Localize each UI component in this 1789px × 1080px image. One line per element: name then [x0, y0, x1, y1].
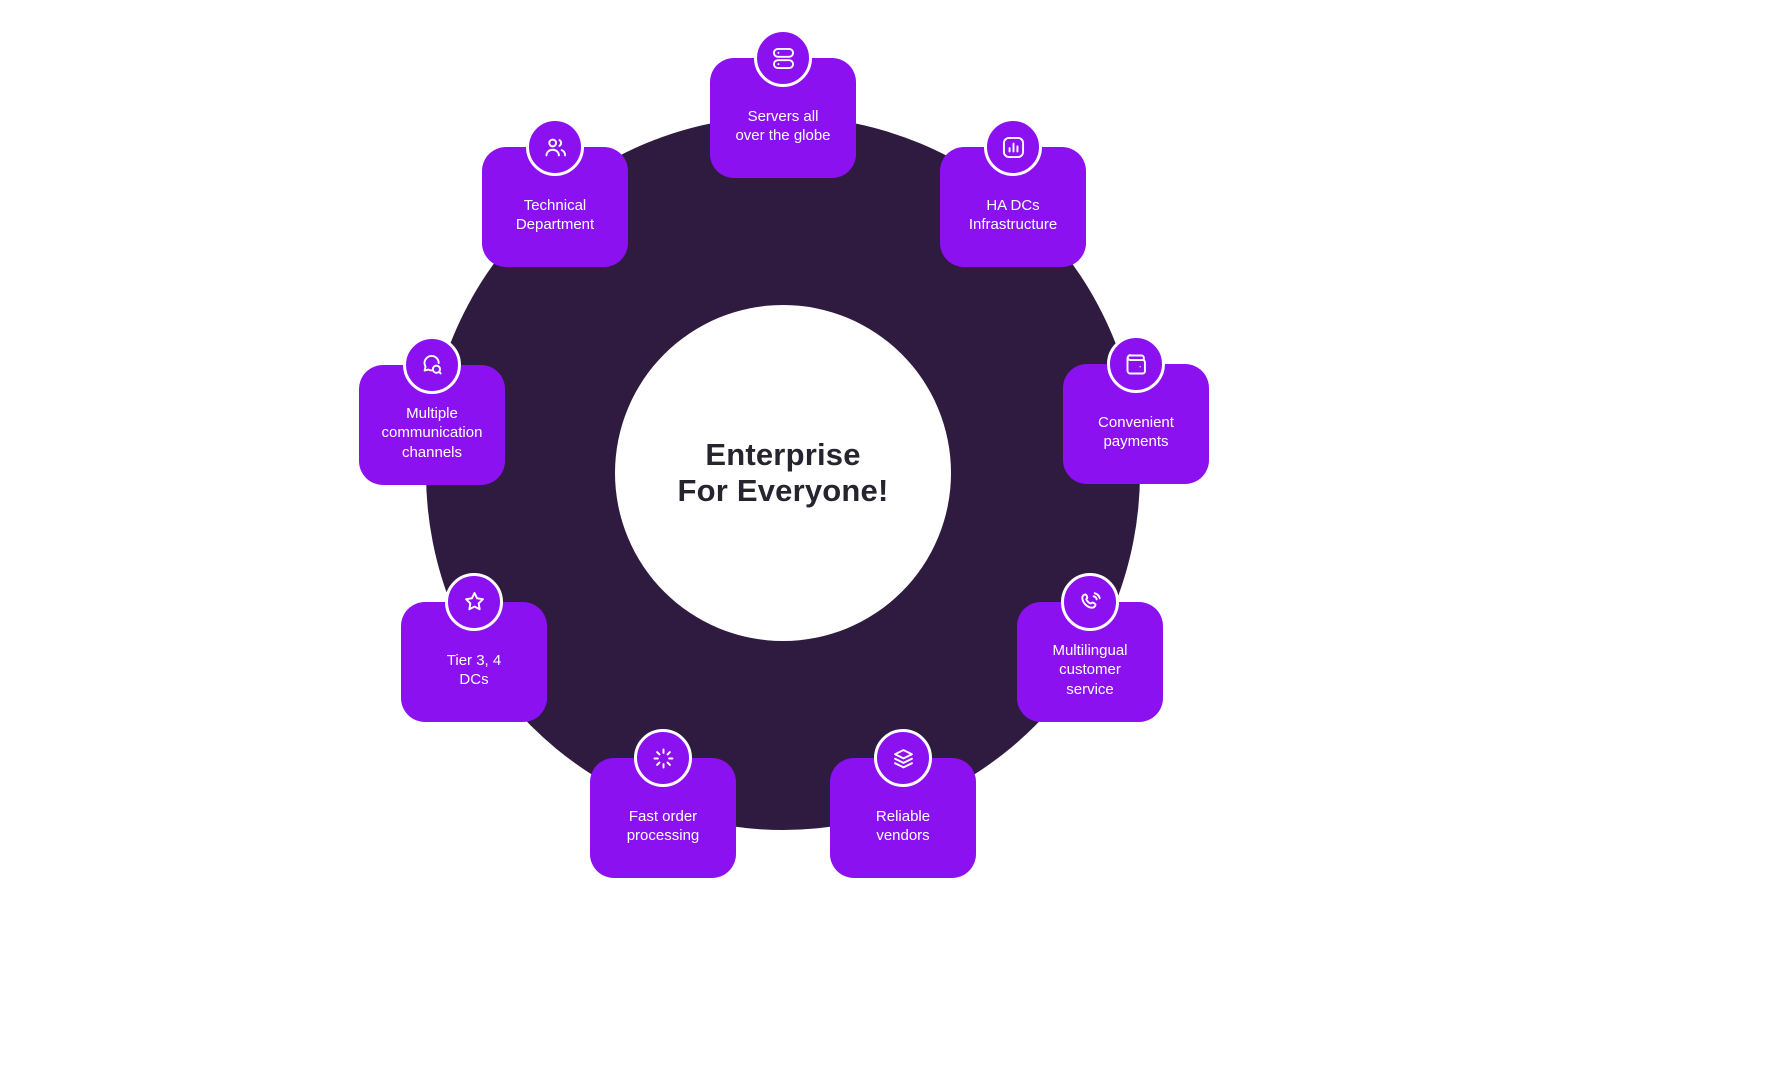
- feature-card-payments: Convenient payments: [1063, 335, 1209, 484]
- feature-card-customer-service: Multilingual customer service: [1017, 573, 1163, 722]
- feature-card-ha-dcs: HA DCs Infrastructure: [940, 118, 1086, 267]
- center-circle: Enterprise For Everyone!: [615, 305, 951, 641]
- feature-card-fast-order: Fast order processing: [590, 729, 736, 878]
- servers-icon: [754, 29, 812, 87]
- center-title-line2: For Everyone!: [677, 473, 889, 508]
- feature-card-label: HA DCs Infrastructure: [968, 196, 1058, 234]
- feature-card-servers: Servers all over the globe: [710, 29, 856, 178]
- wallet-icon: [1107, 335, 1165, 393]
- layers-icon: [874, 729, 932, 787]
- feature-card-communication: Multiple communication channels: [359, 336, 505, 485]
- feature-card-label: Convenient payments: [1098, 413, 1174, 451]
- feature-card-label: Technical Department: [515, 196, 595, 234]
- center-title-line1: Enterprise: [705, 437, 861, 473]
- feature-card-label: Tier 3, 4 DCs: [446, 651, 502, 689]
- feature-card-label: Reliable vendors: [875, 807, 931, 845]
- feature-card-label: Fast order processing: [626, 807, 700, 845]
- spinner-icon: [634, 729, 692, 787]
- star-icon: [445, 573, 503, 631]
- feature-card-technical-department: Technical Department: [482, 118, 628, 267]
- phone-icon: [1061, 573, 1119, 631]
- users-icon: [526, 118, 584, 176]
- feature-card-label: Servers all over the globe: [735, 107, 831, 145]
- feature-card-label: Multiple communication channels: [381, 404, 483, 461]
- feature-card-label: Multilingual customer service: [1052, 641, 1128, 698]
- chat-search-icon: [403, 336, 461, 394]
- bar-chart-icon: [984, 118, 1042, 176]
- feature-card-tier-dcs: Tier 3, 4 DCs: [401, 573, 547, 722]
- feature-card-vendors: Reliable vendors: [830, 729, 976, 878]
